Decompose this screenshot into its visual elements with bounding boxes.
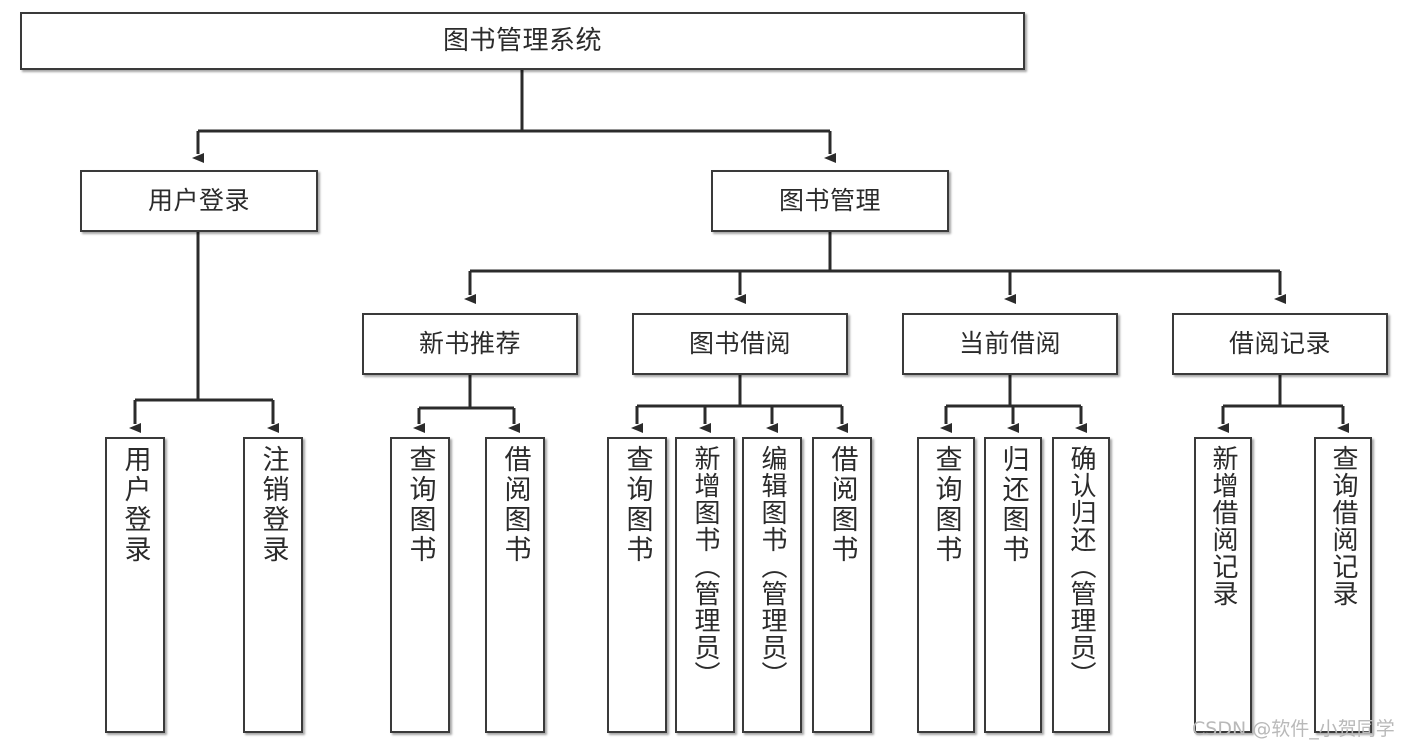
node-label: 借阅记录 (1228, 329, 1331, 359)
leaf-borrow-book[interactable]: 借阅图书 (812, 437, 872, 733)
leaf-query-book-current[interactable]: 查询图书 (917, 437, 975, 733)
node-label: 查询图书 (621, 445, 653, 565)
leaf-add-book[interactable]: 新增图书（管理员） (675, 437, 735, 733)
node-user-login[interactable]: 用户登录 (80, 170, 318, 232)
node-label: 查询借阅记录 (1328, 445, 1358, 607)
node-root-system[interactable]: 图书管理系统 (20, 12, 1025, 70)
node-borrow-record[interactable]: 借阅记录 (1172, 313, 1388, 375)
node-label: 用户登录 (119, 445, 151, 565)
node-label: 查询图书 (930, 445, 962, 565)
node-label: 新增借阅记录 (1208, 445, 1238, 607)
leaf-edit-book[interactable]: 编辑图书（管理员） (742, 437, 802, 733)
leaf-return-book[interactable]: 归还图书 (984, 437, 1042, 733)
node-label: 归还图书 (997, 445, 1029, 565)
node-label: 图书管理 (778, 186, 881, 216)
node-label: 图书管理系统 (442, 25, 602, 56)
node-book-manage[interactable]: 图书管理 (711, 170, 949, 232)
node-label: 查询图书 (404, 445, 436, 565)
node-label: 用户登录 (147, 186, 250, 216)
node-label: 新书推荐 (418, 329, 521, 359)
leaf-borrow-book-recommend[interactable]: 借阅图书 (485, 437, 545, 733)
node-label: 编辑图书（管理员） (757, 445, 787, 688)
leaf-query-borrow-record[interactable]: 查询借阅记录 (1314, 437, 1372, 733)
node-label: 当前借阅 (958, 329, 1061, 359)
leaf-add-borrow-record[interactable]: 新增借阅记录 (1194, 437, 1252, 733)
node-new-book-recommend[interactable]: 新书推荐 (362, 313, 578, 375)
leaf-query-book-recommend[interactable]: 查询图书 (390, 437, 450, 733)
node-current-borrow[interactable]: 当前借阅 (902, 313, 1118, 375)
leaf-user-login[interactable]: 用户登录 (105, 437, 165, 733)
leaf-query-book-borrow[interactable]: 查询图书 (607, 437, 667, 733)
node-label: 借阅图书 (499, 445, 531, 565)
leaf-logout[interactable]: 注销登录 (243, 437, 303, 733)
node-book-borrow[interactable]: 图书借阅 (632, 313, 848, 375)
watermark-csdn: CSDN @软件_小贺同学 (1192, 718, 1395, 740)
node-label: 注销登录 (257, 445, 289, 565)
node-label: 借阅图书 (826, 445, 858, 565)
node-label: 新增图书（管理员） (690, 445, 720, 688)
node-label: 图书借阅 (688, 329, 791, 359)
node-label: 确认归还（管理员） (1066, 445, 1096, 688)
leaf-confirm-return[interactable]: 确认归还（管理员） (1052, 437, 1110, 733)
